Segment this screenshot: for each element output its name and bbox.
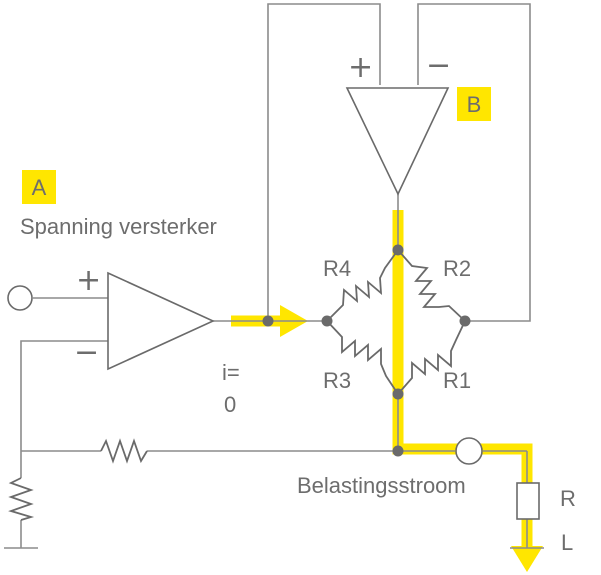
resistor-r2	[397, 249, 466, 322]
resistor-ground	[8, 477, 35, 521]
label-r1: R1	[443, 368, 471, 393]
wires	[4, 3, 544, 549]
amp-b-minus-sign: −	[426, 48, 451, 83]
amp-a-plus-sign: +	[76, 263, 101, 298]
input-terminal	[7, 285, 33, 311]
current-i-label: i=	[222, 360, 240, 385]
load-current-label: Belastingsstroom	[297, 473, 466, 498]
tag-a-label: A	[32, 175, 47, 200]
tag-b-label: B	[467, 92, 482, 117]
amplifier-b	[345, 87, 450, 196]
amplifier-a	[107, 271, 215, 371]
amp-a-minus-sign: −	[74, 335, 99, 370]
amp-b-plus-sign: +	[348, 50, 373, 85]
tag-a-box	[22, 170, 56, 204]
tag-b-box	[457, 87, 491, 121]
bridge-resistors	[326, 249, 466, 395]
junction-nodes	[262, 244, 471, 457]
label-r3: R3	[323, 368, 351, 393]
resistor-load	[516, 482, 540, 520]
resistor-feedback	[100, 438, 148, 464]
label-r4: R4	[323, 256, 351, 281]
rl-label-top: R	[560, 486, 576, 511]
resistor-r3	[326, 320, 399, 395]
rl-label-bottom: L	[561, 530, 573, 555]
resistor-r4	[326, 249, 399, 322]
label-r2: R2	[443, 256, 471, 281]
current-i-value: 0	[224, 392, 236, 417]
amp-a-caption: Spanning versterker	[20, 214, 217, 239]
load-terminal	[455, 437, 483, 465]
resistor-r1	[397, 320, 466, 395]
